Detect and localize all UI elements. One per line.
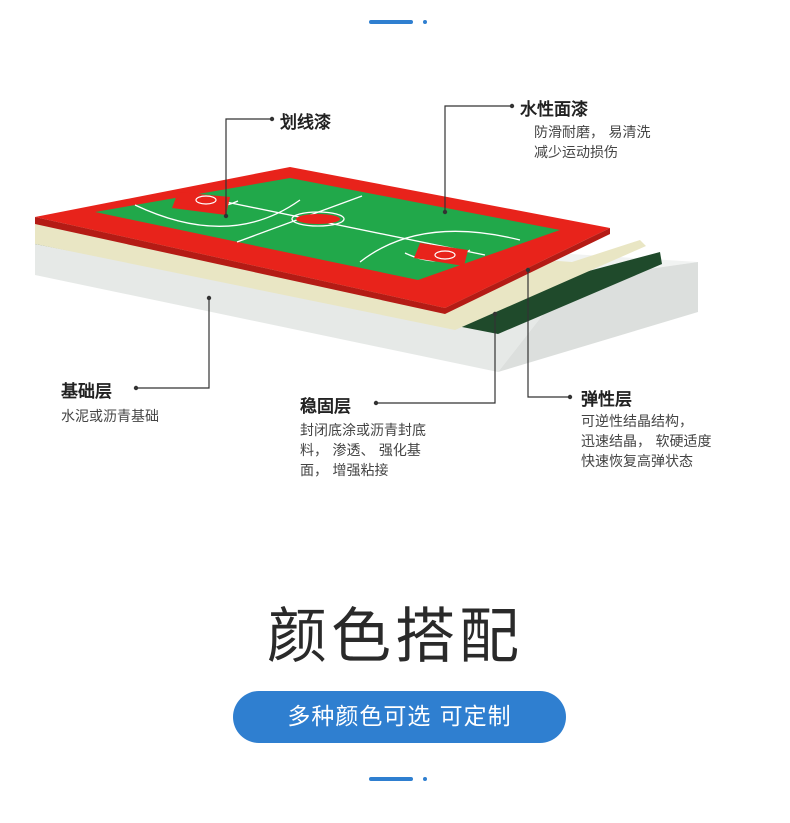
free-throw-arc-right xyxy=(434,250,456,260)
top-coat-desc-line: 减少运动损伤 xyxy=(534,145,618,161)
elastic-layer-desc-line: 快速恢复高弹状态 xyxy=(581,454,693,470)
stabilizer-desc-line: 封闭底涂或沥青封底 xyxy=(300,423,426,439)
elastic-layer-desc: 可逆性结晶结构， 迅速结晶， 软硬适度 快速恢复高弹状态 xyxy=(581,412,711,472)
color-options-pill: 多种颜色可选 可定制 xyxy=(233,691,566,743)
top-coat-title: 水性面漆 xyxy=(520,100,588,120)
base-layer-desc: 水泥或沥青基础 xyxy=(61,407,159,427)
elastic-layer-desc-line: 可逆性结晶结构， xyxy=(581,414,693,430)
free-throw-arc-left xyxy=(195,195,217,205)
court-layer-diagram xyxy=(35,103,698,406)
center-circle xyxy=(296,214,340,224)
stabilizer-desc-line: 料， 渗透、 强化基 xyxy=(300,443,421,459)
court-edge xyxy=(35,217,445,314)
elastic-layer-title: 弹性层 xyxy=(581,390,632,410)
base-layer-side xyxy=(498,262,698,372)
marking-paint-title: 划线漆 xyxy=(280,113,331,133)
leader-dots xyxy=(133,103,573,406)
decoration-bar xyxy=(369,20,413,24)
base-layer-title: 基础层 xyxy=(61,382,112,402)
top-coat-desc-line: 防滑耐磨， 易清洗 xyxy=(534,125,651,141)
decoration-bar xyxy=(369,777,413,781)
stabilizer-desc: 封闭底涂或沥青封底 料， 渗透、 强化基 面， 增强粘接 xyxy=(300,421,426,481)
elastic-layer-desc-line: 迅速结晶， 软硬适度 xyxy=(581,434,712,450)
stabilizer-title: 稳固层 xyxy=(300,397,351,417)
paint-area-right xyxy=(414,243,468,266)
decoration-dot xyxy=(423,20,427,24)
leader-lines xyxy=(136,105,570,404)
stabilizer-desc-line: 面， 增强粘接 xyxy=(300,463,389,479)
top-coat-desc: 防滑耐磨， 易清洗 减少运动损伤 xyxy=(534,123,650,163)
base-layer-desc-line: 水泥或沥青基础 xyxy=(61,409,159,425)
section-heading: 颜色搭配 xyxy=(267,602,523,672)
decoration-dot xyxy=(423,777,427,781)
